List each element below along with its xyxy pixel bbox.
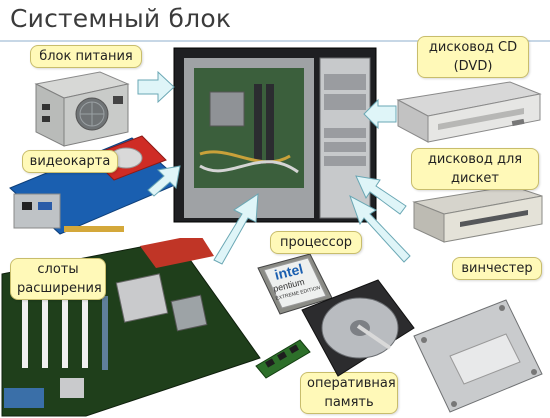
arrow-slots (213, 193, 259, 265)
title-underline (0, 40, 550, 42)
arrow-video (147, 165, 181, 197)
floppy-drive-image (412, 185, 543, 243)
label-hdd: винчестер (452, 257, 542, 280)
label-floppy-drive: дисковод для дискет (411, 148, 539, 190)
cpu-brand: intel (273, 260, 305, 282)
label-video-card: видеокарта (22, 150, 118, 173)
cd-drive-image (396, 81, 542, 143)
arrow-fdd (355, 175, 407, 215)
label-power-supply: блок питания (30, 45, 142, 68)
label-ram: оперативная память (300, 372, 398, 414)
ram-module-image (255, 339, 311, 379)
power-supply-image (34, 71, 130, 147)
label-cd-drive: дисковод CD (DVD) (417, 36, 529, 78)
label-expansion-slots: слоты расширения (10, 258, 106, 300)
arrow-cd (363, 98, 397, 130)
hdd-closed-image (413, 299, 543, 413)
computer-case-image (173, 47, 377, 223)
page-title: Системный блок (10, 4, 232, 33)
arrow-hdd (349, 194, 411, 263)
hdd-open-image (301, 279, 415, 377)
label-cpu: процессор (270, 231, 362, 254)
arrow-psu (137, 70, 175, 104)
cpu-image: intel pentium EXTREME EDITION (257, 253, 333, 315)
